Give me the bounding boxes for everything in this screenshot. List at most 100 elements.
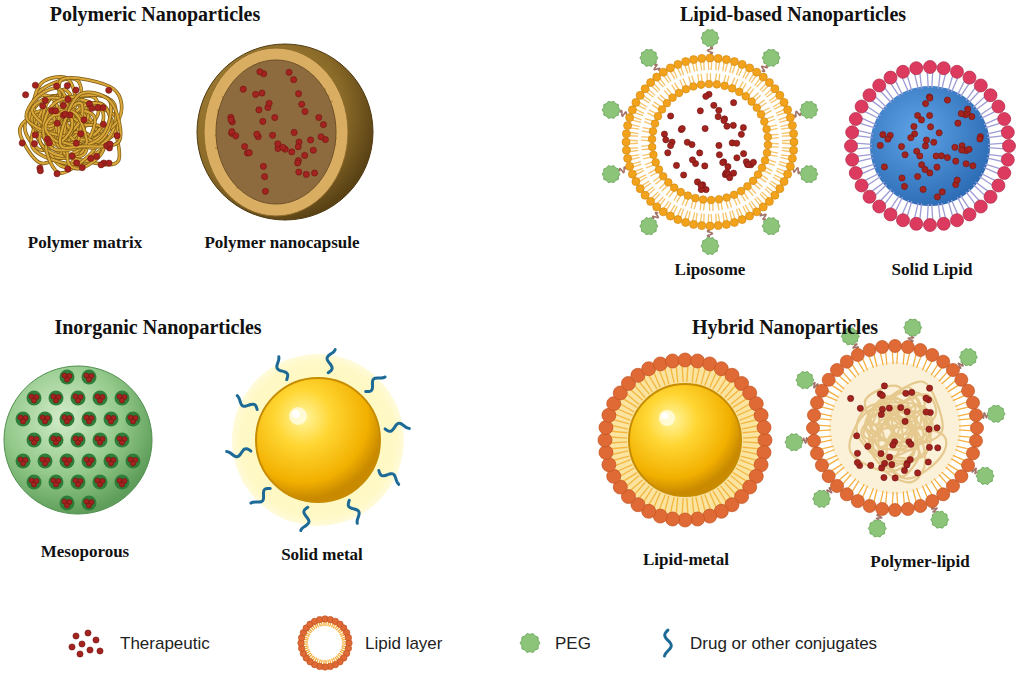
illustration-part [754, 171, 762, 179]
legend-text: Drug or other conjugates [690, 634, 877, 653]
illustration-part [749, 177, 757, 185]
illustration-part [885, 136, 891, 142]
illustration-part [106, 160, 112, 166]
illustration-part [743, 431, 761, 433]
illustration-part [884, 87, 894, 101]
group-heading: Hybrid Nanoparticles [692, 315, 878, 339]
illustration-part [654, 112, 662, 120]
illustration-part [984, 89, 997, 102]
illustration-part [808, 434, 821, 447]
illustration-part [26, 88, 72, 136]
mesoporous-figure [4, 366, 152, 514]
illustration-part [4, 366, 152, 514]
illustration-part [75, 482, 80, 487]
illustration-part [602, 101, 620, 118]
illustration-part [690, 220, 698, 228]
illustration-part [275, 141, 281, 147]
illustration-part [78, 131, 84, 137]
illustration-part [856, 154, 873, 156]
illustration-part [922, 101, 928, 107]
illustration-part [754, 408, 768, 422]
illustration-part [692, 498, 694, 516]
illustration-part [884, 208, 897, 221]
illustration-part [640, 218, 658, 235]
illustration-part [857, 405, 863, 411]
illustration-part [974, 200, 987, 213]
illustration-part [776, 91, 784, 99]
illustration-part [785, 434, 803, 451]
illustration-part [624, 122, 632, 130]
illustration-part [71, 433, 86, 448]
illustration-part [1003, 140, 1016, 153]
illustration-part [720, 159, 726, 165]
illustration-part [718, 377, 728, 392]
illustration-part [740, 460, 757, 467]
illustration-part [954, 177, 960, 183]
illustration-part [976, 467, 994, 484]
illustration-part [60, 370, 75, 385]
illustration-part [599, 420, 613, 434]
illustration-part [598, 433, 612, 447]
illustration-part [295, 91, 301, 97]
illustration-part [707, 196, 715, 204]
illustration-part [758, 164, 766, 172]
illustration-part [256, 378, 380, 502]
illustration-part [260, 118, 266, 124]
illustration-part [701, 237, 719, 254]
illustration-part [115, 391, 130, 406]
legend-entry: Drug or other conjugates [690, 634, 877, 654]
illustration-part [233, 133, 239, 139]
illustration-part [803, 438, 808, 443]
illustration-part [722, 56, 730, 64]
illustration-part [939, 189, 945, 195]
solid-lipid-figure [845, 61, 1016, 232]
illustration-part [20, 419, 25, 424]
illustration-part [849, 167, 862, 180]
illustration-part [743, 447, 761, 449]
illustration-part [82, 412, 97, 427]
illustration-part [204, 48, 348, 216]
particle-caption: Solid metal [281, 545, 363, 565]
illustration-part [962, 384, 975, 397]
illustration-part [60, 454, 75, 469]
illustration-part [966, 396, 979, 409]
illustration-part [864, 173, 879, 181]
illustration-part [655, 166, 663, 174]
illustration-part [702, 125, 708, 131]
illustration-part [598, 353, 772, 527]
particle-node: Polymer nanocapsule [187, 44, 377, 253]
illustration-part [760, 118, 768, 126]
illustration-part [969, 434, 982, 447]
illustration-part [740, 151, 746, 157]
illustration-part [730, 122, 736, 128]
illustration-part [299, 101, 305, 107]
illustration-part [903, 390, 909, 396]
illustration-part [890, 442, 896, 448]
illustration-part [870, 86, 990, 206]
illustration-part [609, 364, 761, 516]
illustration-part [724, 123, 730, 129]
illustration-part [43, 95, 111, 150]
illustration-part [728, 85, 736, 93]
illustration-part [108, 461, 113, 466]
illustration-part [701, 29, 719, 46]
illustration-part [992, 179, 1005, 192]
illustration-part [705, 80, 713, 88]
illustration-part [232, 354, 404, 526]
illustration-part [901, 467, 907, 473]
polymer-matrix-figure [19, 77, 122, 177]
illustration-part [917, 153, 923, 159]
illustration-part [763, 149, 771, 157]
illustration-part [924, 61, 937, 74]
illustration-part [622, 138, 630, 146]
illustration-part [763, 125, 771, 133]
illustration-part [829, 362, 961, 494]
illustration-part [880, 420, 925, 483]
illustration-part [920, 203, 922, 220]
illustration-part [641, 191, 649, 199]
illustration-part [87, 647, 93, 653]
illustration-part [981, 173, 996, 181]
illustration-part [303, 171, 309, 177]
illustration-part [971, 422, 984, 435]
